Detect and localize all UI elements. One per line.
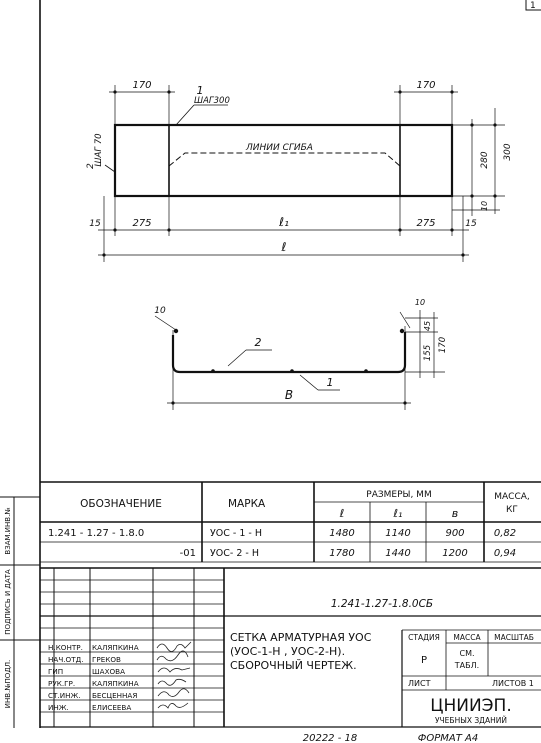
mass-value-1: СМ. [459,649,474,658]
side-label-inv-sub: ВЗАМ.ИНВ.№ [4,507,12,554]
staff-name-1: КАЛЯПКИНА [92,643,139,652]
org-sub: УЧЕБНЫХ ЗДАНИЙ [435,716,507,725]
spec-row-1-l: 1480 [329,528,354,539]
title-line-3: СБОРОЧНЫЙ ЧЕРТЕЖ. [230,659,357,672]
staff-name-5: БЕСЦЕННАЯ [92,691,137,700]
plan-step-70: ШАГ 70 [94,133,104,166]
staff-name-3: ШАХОВА [92,667,125,676]
spec-row-2-mass: 0,94 [494,548,516,559]
mass-label: МАССА [453,633,481,642]
plan-dim-l: ℓ [281,240,287,254]
sheet-label: ЛИСТ [408,679,431,688]
plan-dim-170-right: 170 [416,80,435,91]
title-line-2: (УОС-1-Н , УОС-2-Н). [230,645,345,658]
spec-row-1-b: 900 [445,528,464,539]
spec-row-1-l1: 1140 [385,528,410,539]
spec-header-sizes: РАЗМЕРЫ, ММ [366,490,431,500]
spec-header-l1: ℓ₁ [393,507,403,520]
spec-row-2-mark: УОС- 2 - Н [210,548,259,559]
spec-header-mark: МАРКА [228,498,266,510]
spec-header-mass-unit: КГ [506,505,518,515]
spec-row-2-b: 1200 [442,548,467,559]
side-label-sign-date: ПОДПИСЬ И ДАТА [4,569,12,635]
spec-row-2-l: 1780 [329,548,354,559]
doc-code: 1.241-1.27-1.8.0СБ [331,598,433,610]
spec-header-l: ℓ [339,507,345,520]
spec-row-1-designation: 1.241 - 1.27 - 1.8.0 [48,528,144,539]
footer-format: ФОРМАТ А4 [418,733,478,743]
staff-name-2: ГРЕКОВ [92,655,121,664]
staff-role-6: ИНЖ. [48,703,69,712]
sheets-label: ЛИСТОВ 1 [492,679,534,688]
staff-role-1: Н.КОНТР. [48,643,83,652]
staff-role-2: НАЧ.ОТД. [48,655,83,664]
section-leader-2: 2 [255,336,262,349]
section-dim-10-right: 10 [415,298,425,307]
staff-name-4: КАЛЯПКИНА [92,679,139,688]
corner-mark: 1 [530,1,536,11]
section-dim-45: 45 [423,321,432,331]
staff-role-3: ГИП [48,667,63,676]
plan-dim-10: 10 [480,201,489,211]
plan-leader-1: 1 [197,84,204,97]
section-dim-10-left: 10 [154,306,166,316]
section-dim-170: 170 [438,337,448,353]
staff-role-4: РУК.ГР. [48,679,75,688]
spec-header-mass: МАССА, [494,492,530,502]
plan-bend-label: ЛИНИИ СГИБА [245,143,313,153]
section-dim-b: В [285,388,293,402]
scale-label: МАСШТАБ [494,633,534,642]
spec-header-designation: ОБОЗНАЧЕНИЕ [80,498,162,510]
section-leader-1: 1 [327,376,334,389]
spec-row-2-designation: -01 [180,548,196,559]
dimension-arrows [102,90,497,405]
spec-row-1-mass: 0,82 [494,528,516,539]
plan-dim-275-left: 275 [132,218,151,229]
plan-dim-l1: ℓ₁ [278,215,289,229]
plan-dim-15-right: 15 [465,219,477,229]
spec-row-2-l1: 1440 [385,548,410,559]
staff-role-5: СТ.ИНЖ. [48,691,81,700]
stage-label: СТАДИЯ [408,633,440,642]
footer-number: 20222 - 18 [303,733,358,743]
plan-leader-2: 2 [86,163,96,169]
org-name: ЦНИИЭП. [430,696,511,716]
stage-value: Р [421,655,427,666]
plan-dim-170-left: 170 [132,80,151,91]
plan-dim-300: 300 [503,143,513,160]
title-line-1: СЕТКА АРМАТУРНАЯ УОС [230,631,372,644]
staff-name-6: ЕЛИСЕЕВА [92,703,131,712]
plan-step-300: ШАГ300 [194,96,230,106]
plan-dim-280: 280 [480,151,490,168]
plan-dim-15-left: 15 [89,219,101,229]
spec-header-b: в [452,507,458,520]
plan-dim-275-right: 275 [416,218,435,229]
spec-row-1-mark: УОС - 1 - Н [210,528,262,539]
section-dim-155: 155 [423,345,433,361]
mass-value-2: ТАБЛ. [454,661,479,670]
side-label-inv-orig: ИНВ.№ПОДЛ. [4,660,12,709]
signatures [156,641,192,709]
